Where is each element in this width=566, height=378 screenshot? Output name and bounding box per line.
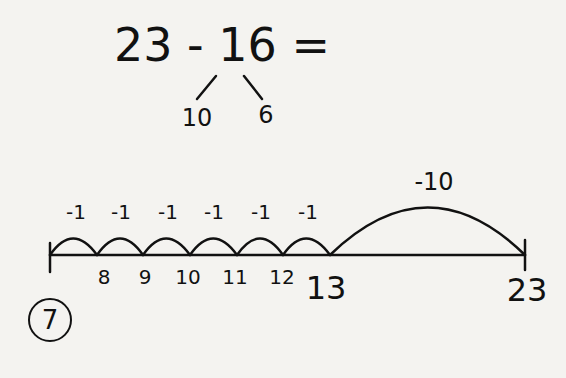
split-line	[197, 76, 216, 99]
split-line	[244, 76, 262, 99]
tick-number: 12	[269, 267, 294, 287]
tick-number: 11	[222, 267, 247, 287]
split-part: 6	[258, 103, 273, 127]
jump-label: -1	[204, 202, 224, 222]
split-part: 10	[182, 106, 213, 130]
tick-number: 9	[139, 267, 152, 287]
jump-label: -10	[414, 170, 453, 194]
jump-arc	[97, 239, 143, 256]
answer-circle: 7	[28, 298, 72, 342]
jump-arc	[50, 239, 97, 256]
jump-label: -1	[66, 202, 86, 222]
number-line-axis	[50, 254, 525, 257]
jump-arc	[143, 239, 190, 256]
tick	[49, 243, 52, 272]
jump-label: -1	[251, 202, 271, 222]
jump-label: -1	[158, 202, 178, 222]
jump-arc	[237, 239, 283, 256]
tick-number: 8	[98, 267, 111, 287]
equation: 23 - 16 =	[114, 22, 330, 68]
answer-number: 7	[42, 307, 59, 333]
tick-number: 10	[175, 267, 200, 287]
jump-label: -1	[111, 202, 131, 222]
jump-arc	[190, 239, 237, 256]
jump-arc	[330, 208, 525, 256]
jump-label: -1	[298, 202, 318, 222]
tick-number: 13	[306, 272, 347, 304]
jump-arc	[283, 239, 330, 256]
tick-number: 23	[507, 274, 548, 306]
